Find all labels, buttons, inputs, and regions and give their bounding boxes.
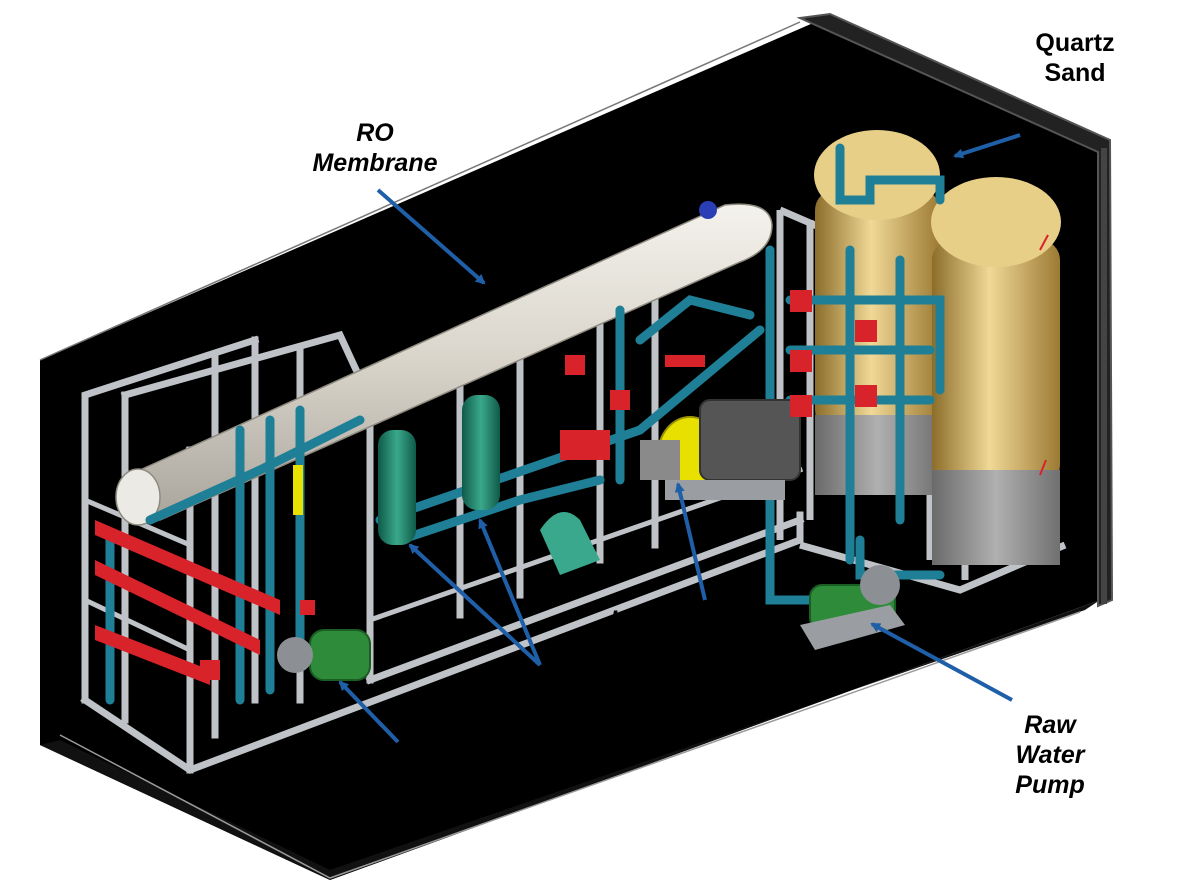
label-high-pressure-pump: High Pressure Pump (590, 605, 800, 665)
container-end-frame (796, 12, 1114, 608)
arrow-icon (338, 680, 400, 744)
valves-and-actuators (95, 290, 877, 685)
annotation-arrows (338, 133, 1021, 744)
flowmeters (293, 465, 303, 515)
arrow-icon (674, 482, 707, 601)
ro-feeding-pump (277, 629, 371, 681)
arrow-icon (478, 518, 542, 666)
arrow-icon (408, 543, 542, 667)
label-line: Quartz (1035, 29, 1115, 57)
arrow-icon (376, 188, 486, 285)
raw-water-pump (800, 565, 905, 650)
arrow-icon (953, 133, 1021, 159)
arrow-icon (870, 622, 1013, 702)
label-quartz-sand: Quartz Sand (1020, 28, 1130, 88)
label-raw-water-pump: Raw Water Pump (975, 710, 1125, 800)
container-top-edge (39, 21, 801, 361)
label-line: Safety Filter (478, 677, 622, 705)
label-line: Raw (1024, 711, 1076, 739)
ro-membrane-vessel (115, 201, 773, 526)
safety-filter-housings (378, 395, 600, 575)
label-line: Pump (1015, 771, 1085, 799)
high-pressure-pump (640, 399, 801, 500)
label-line: Sand (1044, 59, 1106, 87)
label-line: High Pressure (610, 606, 780, 634)
label-safety-filter: Safety Filter (455, 676, 645, 706)
label-line: Membrane (312, 149, 438, 177)
label-line: Feeding Pump (328, 776, 502, 804)
label-line: RO (396, 746, 434, 774)
label-line: Pump (660, 636, 730, 664)
container-floor-edge (59, 611, 1081, 879)
label-ro-feeding-pump: RO Feeding Pump (300, 745, 530, 805)
label-line: RO (356, 119, 394, 147)
label-ro-membrane: RO Membrane (295, 118, 455, 178)
label-line: Water (1015, 741, 1085, 769)
pipework (105, 143, 945, 705)
